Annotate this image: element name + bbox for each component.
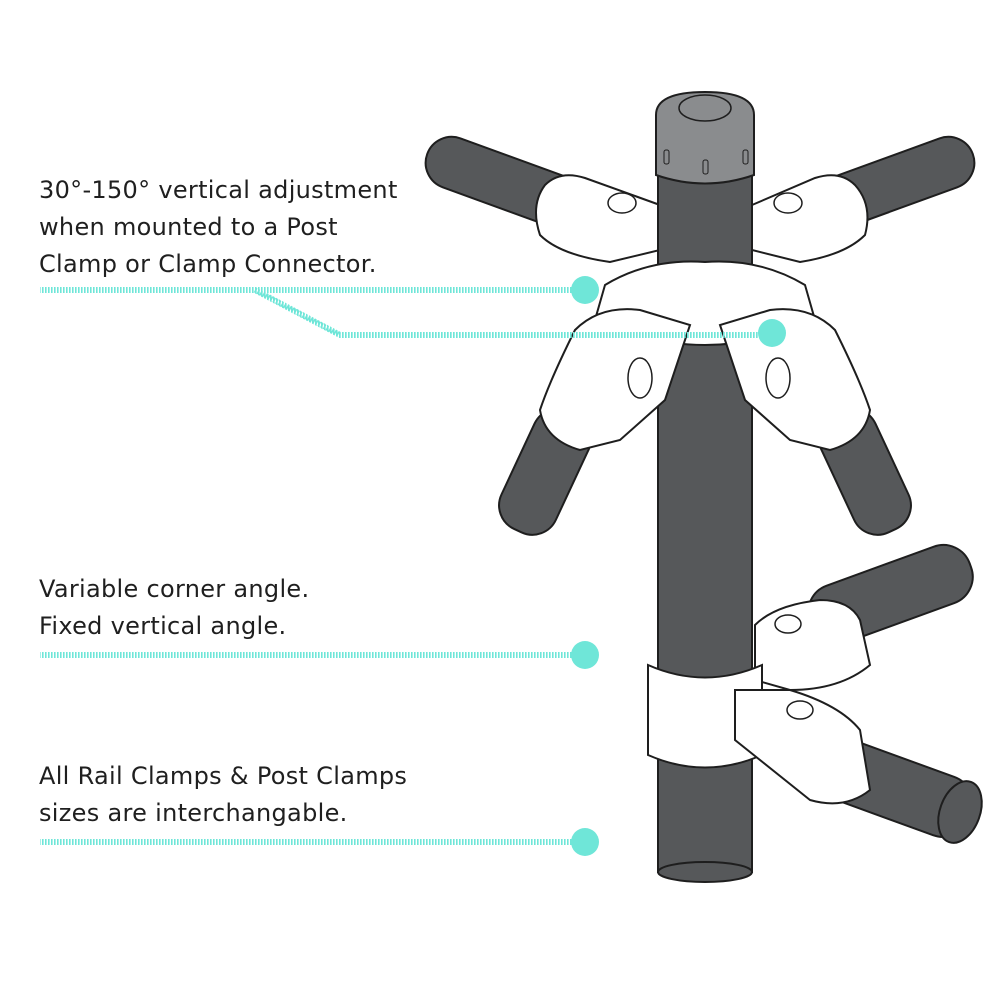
rail-clamp-upper-left (535, 174, 661, 264)
callout-line: Variable corner angle. (39, 575, 310, 603)
leader-line-2 (40, 641, 599, 669)
callout-line: Clamp or Clamp Connector. (39, 250, 377, 278)
rail-clamp-upper-right (751, 174, 869, 264)
callout-line: All Rail Clamps & Post Clamps (39, 762, 408, 790)
callout-interchangeable: All Rail Clamps & Post Clamps sizes are … (39, 758, 407, 832)
rail-clamp-bottom-lower (734, 689, 872, 805)
callout-vertical-adjustment: 30°-150° vertical adjustment when mounte… (39, 172, 398, 283)
rail-clamp-lower-right (718, 308, 872, 452)
leader-line-1 (40, 276, 599, 304)
leader-line-1b (253, 287, 786, 347)
callout-line: sizes are interchangable. (39, 799, 348, 827)
callout-line: Fixed vertical angle. (39, 612, 287, 640)
callout-line: 30°-150° vertical adjustment (39, 176, 398, 204)
rail-clamp-lower-left (538, 308, 692, 452)
rail-clamp-bottom-upper (754, 598, 872, 692)
leader-line-3 (40, 828, 599, 856)
post-cap (655, 90, 755, 185)
callout-corner-angle: Variable corner angle. Fixed vertical an… (39, 571, 309, 645)
callout-line: when mounted to a Post (39, 213, 338, 241)
